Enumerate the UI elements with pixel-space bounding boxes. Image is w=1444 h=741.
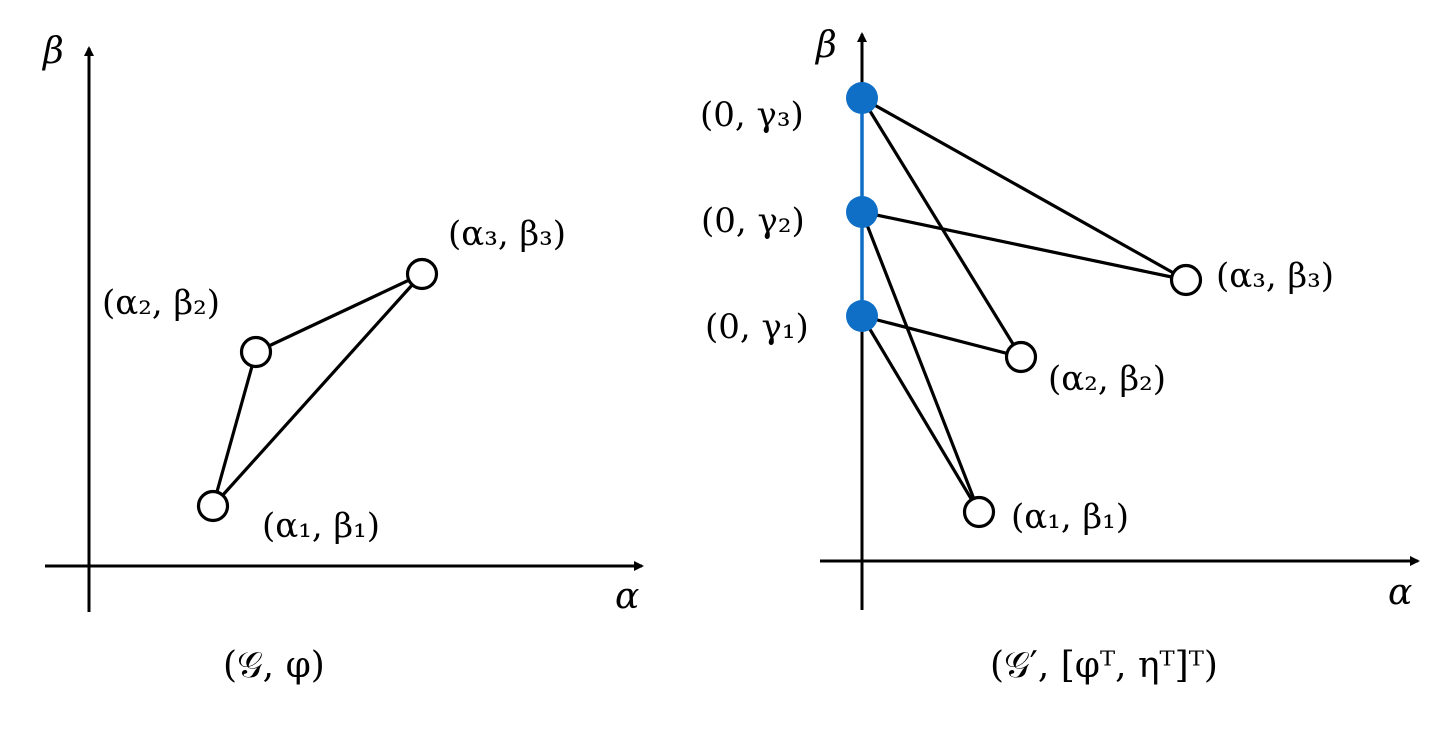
right-y-axis-label: β — [814, 25, 837, 66]
right-edge-g1-node2 — [861, 314, 1022, 359]
left-node-2 — [239, 335, 273, 369]
right-edge-g2-node3 — [861, 210, 1187, 282]
left-edge-2-3 — [255, 272, 423, 354]
right-panel: β α (α₁, β₁) (α₂, β₂) (α₃, β₃) (0, γ₁) (… — [700, 25, 1420, 686]
left-caption: (𝒢, φ) — [223, 645, 325, 686]
left-node-1 — [196, 489, 230, 523]
right-axis-node-2 — [846, 196, 878, 228]
right-axis-node-3 — [846, 82, 878, 114]
right-axis-node-1 — [846, 300, 878, 332]
left-node-2-label: (α₂, β₂) — [102, 283, 220, 323]
right-node-2 — [1004, 340, 1038, 374]
left-x-axis-label: α — [615, 576, 639, 617]
right-x-axis-label: α — [1388, 572, 1412, 613]
left-node-3-label: (α₃, β₃) — [448, 214, 566, 254]
left-edge-1-2 — [211, 351, 258, 507]
right-node-1 — [962, 495, 996, 529]
left-edge-1-3 — [211, 272, 424, 508]
right-edge-g1-node1 — [860, 315, 981, 513]
right-edge-g3-node3 — [861, 96, 1187, 282]
right-axis-node-1-label: (0, γ₁) — [705, 307, 809, 347]
right-node-3 — [1169, 263, 1203, 297]
right-edge-g2-node1 — [860, 211, 981, 513]
right-edge-g3-node2 — [860, 97, 1023, 358]
right-node-1-label: (α₁, β₁) — [1011, 497, 1129, 537]
right-axis-node-2-label: (0, γ₂) — [701, 201, 805, 241]
right-node-2-label: (α₂, β₂) — [1048, 359, 1166, 399]
left-y-axis-label: β — [41, 31, 64, 72]
left-node-1-label: (α₁, β₁) — [262, 506, 380, 546]
right-caption: (𝒢′, [φᵀ, ηᵀ]ᵀ) — [990, 645, 1218, 686]
right-node-3-label: (α₃, β₃) — [1216, 256, 1334, 296]
left-panel: β α (α₁, β₁) (α₂, β₂) (α₃, β₃) (𝒢, φ) — [41, 31, 644, 686]
right-axis-node-3-label: (0, γ₃) — [700, 95, 804, 135]
left-node-3 — [405, 257, 439, 291]
